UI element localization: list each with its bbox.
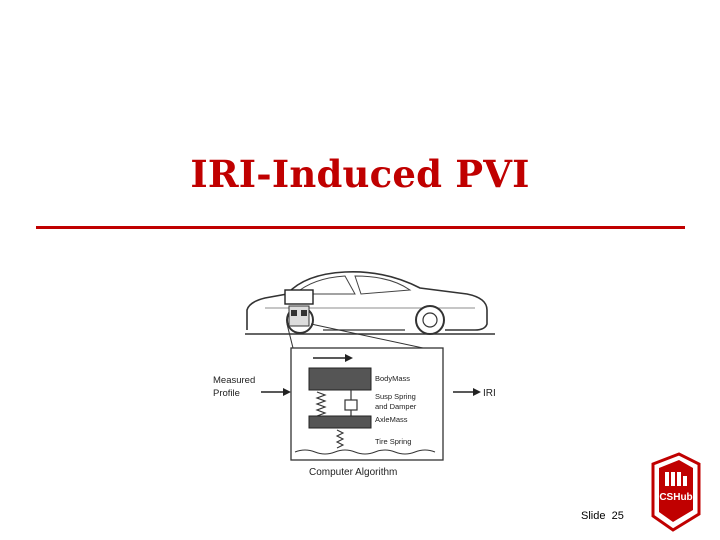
algorithm-box — [290, 347, 444, 461]
slide-number: Slide 25 — [581, 510, 624, 522]
sensor-box — [284, 289, 314, 305]
tire-spring-label: Tire Spring — [375, 437, 411, 446]
susp-label-2: and Damper — [375, 402, 417, 411]
axle-mass-label: AxleMass — [375, 415, 408, 424]
axle-mass-block — [308, 415, 372, 429]
output-label: IRI — [483, 388, 496, 399]
body-mass-label: BodyMass — [375, 374, 410, 383]
algorithm-label: Computer Algorithm — [309, 467, 397, 478]
susp-spring — [315, 391, 327, 417]
input-label-2: Profile — [213, 388, 240, 399]
input-label-1: Measured — [213, 375, 255, 386]
tire-spring — [335, 429, 345, 449]
slide-title: IRI-Induced PVI — [190, 152, 530, 196]
car-body — [246, 271, 488, 331]
slide-number-label: Slide — [581, 510, 606, 522]
logo-text: CSHub — [659, 492, 692, 503]
slide-number-value: 25 — [611, 510, 624, 522]
iri-quarter-car-diagram: Measured Profile IRI BodyMass Susp Sprin… — [205, 262, 505, 484]
title-underline — [36, 226, 685, 229]
body-mass-block — [308, 367, 372, 391]
susp-label-1: Susp Spring — [375, 392, 416, 401]
cshub-logo: CSHub — [643, 452, 709, 534]
